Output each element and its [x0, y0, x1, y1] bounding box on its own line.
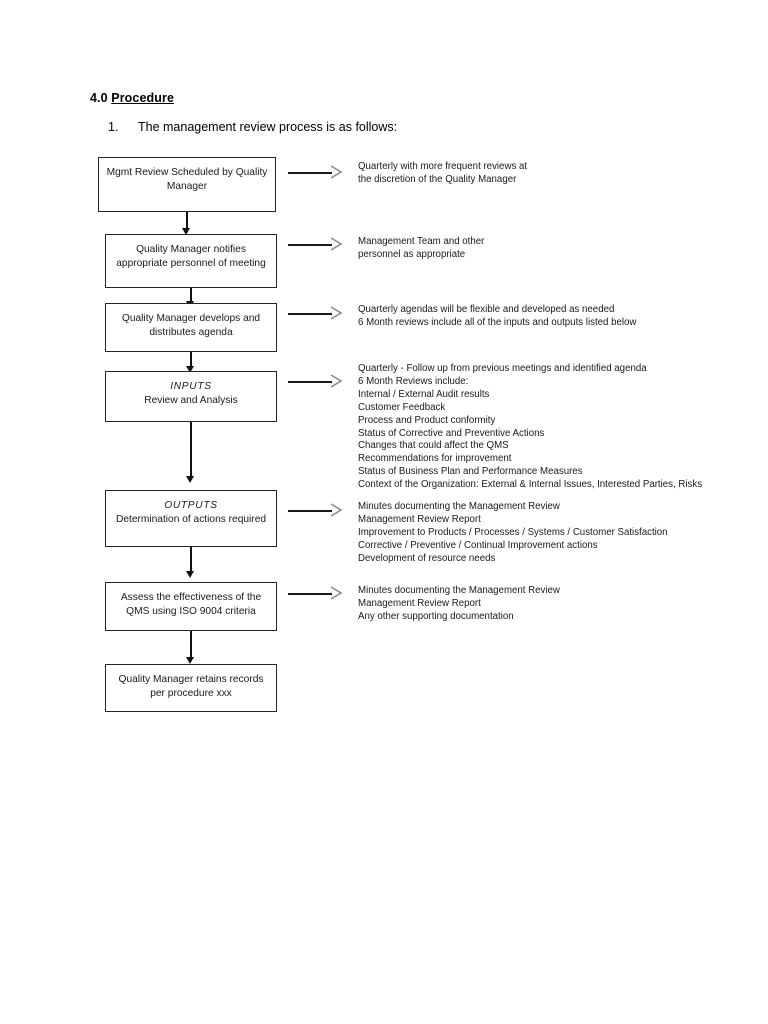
flow-node-retains-records[interactable]: Quality Manager retains records per proc… [105, 664, 277, 712]
annotation-text-5: Minutes documenting the Management Revie… [358, 501, 668, 566]
connector-arrowhead-5-6 [186, 571, 194, 578]
annotation-text-1: Quarterly with more frequent reviews at … [358, 161, 527, 187]
flow-node-assess-effectiveness[interactable]: Assess the effectiveness of the QMS usin… [105, 582, 277, 631]
flow-node-line2: per procedure xxx [150, 687, 232, 699]
annotation-line: personnel as appropriate [358, 248, 466, 260]
connector-3-4 [190, 352, 192, 368]
annotation-text-6: Minutes documenting the Management Revie… [358, 585, 560, 624]
chevron-right-arrow-icon-1 [330, 165, 343, 179]
annotation-line: Management Team and other [358, 236, 485, 247]
flow-node-quality-manager-notifies[interactable]: Quality Manager notifies appropriate per… [105, 234, 277, 288]
flow-node-line1: Assess the effectiveness of the [120, 592, 262, 603]
connector-1-2 [186, 212, 188, 230]
connector-2-3 [190, 288, 192, 303]
annotation-line: Management Review Report [358, 597, 481, 609]
flow-node-mgmt-review-scheduled[interactable]: Mgmt Review Scheduled by Quality Manager [98, 157, 276, 212]
annotation-line-1 [288, 172, 332, 174]
annotation-line: Internal / External Audit results [358, 388, 490, 400]
annotation-line: Status of Corrective and Preventive Acti… [358, 427, 545, 439]
annotation-text-4: Quarterly - Follow up from previous meet… [358, 363, 702, 492]
connector-arrowhead-6-7 [186, 657, 194, 664]
connector-arrowhead-1-2 [182, 228, 190, 235]
flow-node-line2: Manager [166, 180, 208, 192]
flow-node-line1: Quality Manager retains records [118, 674, 264, 685]
annotation-line: the discretion of the Quality Manager [358, 173, 517, 185]
flow-node-line2: QMS using ISO 9004 criteria [126, 605, 256, 617]
flow-node-line2: Review and Analysis [144, 394, 238, 406]
annotation-line-5 [288, 510, 332, 512]
chevron-right-arrow-icon-4 [330, 374, 343, 388]
annotation-line: Context of the Organization: External & … [358, 479, 703, 491]
flow-node-line1: INPUTS [170, 381, 212, 392]
annotation-line: Minutes documenting the Management Revie… [358, 501, 560, 512]
annotation-line: Corrective / Preventive / Continual Impr… [358, 539, 598, 551]
annotation-line: Process and Product conformity [358, 414, 496, 426]
annotation-line: Improvement to Products / Processes / Sy… [358, 526, 668, 538]
flow-node-develops-distributes-agenda[interactable]: Quality Manager develops and distributes… [105, 303, 277, 352]
annotation-line: Quarterly with more frequent reviews at [358, 161, 528, 172]
annotation-line: Recommendations for improvement [358, 453, 512, 465]
chevron-right-arrow-icon-5 [330, 503, 343, 517]
flow-node-line2: Determination of actions required [115, 513, 267, 525]
annotation-line: Status of Business Plan and Performance … [358, 466, 583, 478]
annotation-line: Customer Feedback [358, 401, 446, 413]
flow-node-line1: OUTPUTS [164, 500, 218, 511]
annotation-line: Development of resource needs [358, 552, 496, 564]
connector-arrowhead-4-5 [186, 476, 194, 483]
flow-node-line1: Quality Manager develops and [121, 313, 261, 324]
annotation-line: Management Review Report [358, 513, 481, 525]
annotation-line-6 [288, 593, 332, 595]
annotation-text-3: Quarterly agendas will be flexible and d… [358, 304, 636, 330]
annotation-line-4 [288, 381, 332, 383]
flow-node-line1: Quality Manager notifies [136, 244, 246, 255]
flow-node-outputs[interactable]: OUTPUTS Determination of actions require… [105, 490, 277, 547]
connector-arrowhead-3-4 [186, 366, 194, 373]
flow-node-line2: distributes agenda [149, 326, 233, 338]
section-number: 4.0 [90, 91, 108, 105]
annotation-line: 6 Month reviews include all of the input… [358, 316, 637, 328]
page-title: 4.0 Procedure [90, 91, 174, 105]
annotation-line: Any other supporting documentation [358, 610, 514, 622]
list-text: The management review process is as foll… [138, 120, 398, 134]
flow-node-line2: appropriate personnel of meeting [116, 257, 266, 269]
annotation-text-2: Management Team and other personnel as a… [358, 236, 484, 262]
numbered-list-item: 1. The management review process is as fo… [108, 120, 397, 134]
chevron-right-arrow-icon-6 [330, 586, 343, 600]
chevron-right-arrow-icon-3 [330, 306, 343, 320]
connector-5-6 [190, 547, 192, 573]
annotation-line-3 [288, 313, 332, 315]
connector-6-7 [190, 631, 192, 659]
annotation-line: Minutes documenting the Management Revie… [358, 585, 560, 596]
connector-4-5 [190, 422, 192, 478]
section-title: Procedure [111, 91, 174, 105]
flow-node-line1: Mgmt Review Scheduled by Quality [106, 167, 268, 178]
annotation-line: Changes that could affect the QMS [358, 440, 509, 452]
annotation-line: Quarterly agendas will be flexible and d… [358, 304, 615, 315]
annotation-line-2 [288, 244, 332, 246]
flow-node-inputs[interactable]: INPUTS Review and Analysis [105, 371, 277, 422]
annotation-line: Quarterly - Follow up from previous meet… [358, 363, 647, 374]
annotation-line: 6 Month Reviews include: [358, 375, 469, 387]
chevron-right-arrow-icon-2 [330, 237, 343, 251]
list-marker: 1. [108, 120, 119, 134]
